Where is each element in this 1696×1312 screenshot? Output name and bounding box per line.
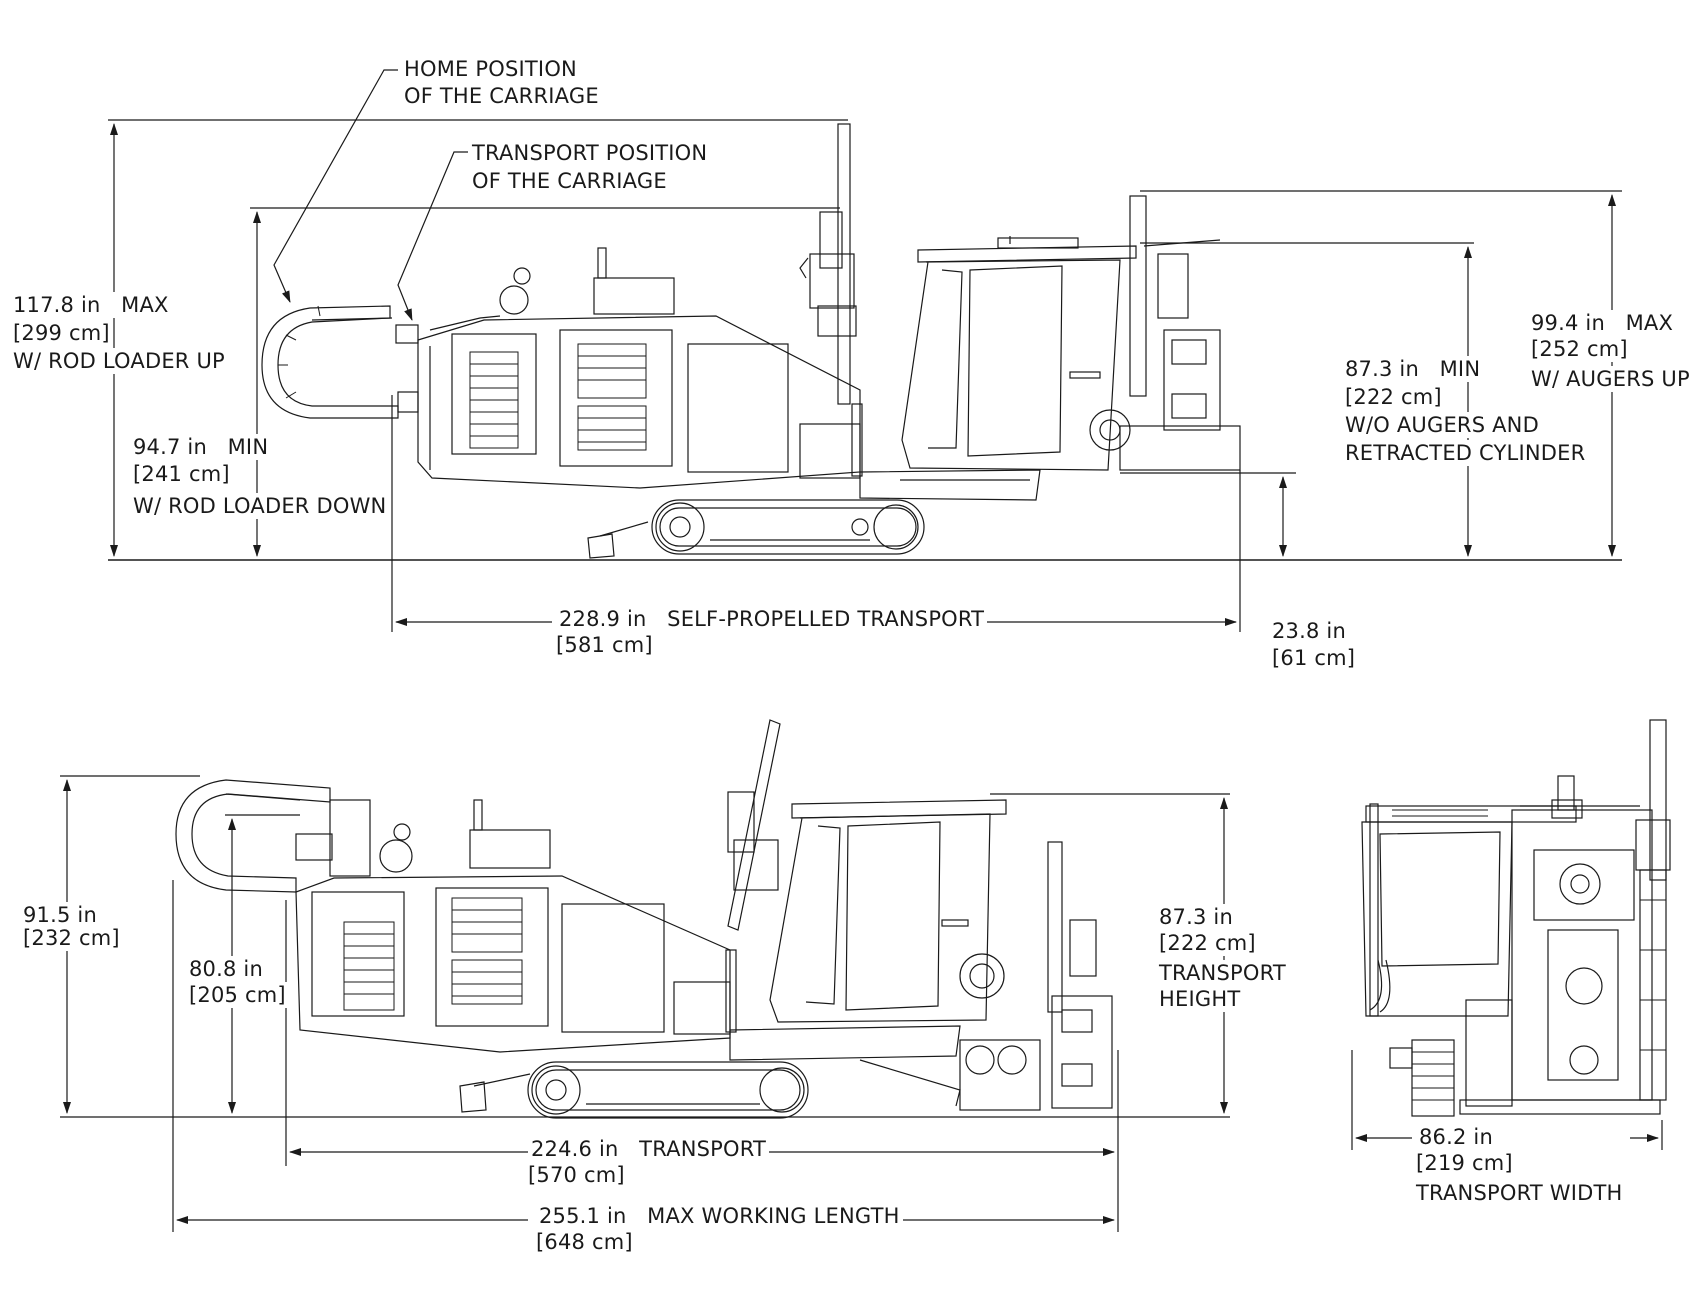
label-transport-height-text-1: TRANSPORT [1156,960,1289,986]
label-self-propelled-length-in: 228.9 in SELF-PROPELLED TRANSPORT [556,606,988,632]
label-clearance-cm: [61 cm] [1272,646,1356,670]
label-working-length-in: 255.1 in MAX WORKING LENGTH [536,1203,903,1229]
label-transport-width-cm: [219 cm] [1416,1151,1513,1175]
label-transport-height-in: 87.3 in [1156,904,1236,930]
label-max-augers-in: 99.4 in MAX [1528,310,1677,336]
label-transport-length-cm: [570 cm] [528,1163,625,1187]
side-view-top [108,69,1622,632]
label-transport-height-cm: [222 cm] [1156,930,1259,956]
label-self-propelled-length-cm: [581 cm] [556,633,653,657]
label-clearance-in: 23.8 in [1272,619,1346,643]
label-transport-position-line1: TRANSPORT POSITION [472,141,708,165]
label-min-augers-note-2: RETRACTED CYLINDER [1342,440,1589,466]
label-inner-height-in: 80.8 in [186,956,266,982]
label-home-position-line2: OF THE CARRIAGE [404,84,599,108]
label-overall-height-cm: [232 cm] [20,925,123,951]
label-max-augers-cm: [252 cm] [1528,336,1631,362]
label-transport-width-text: TRANSPORT WIDTH [1416,1181,1623,1205]
label-min-augers-in: 87.3 in MIN [1342,356,1484,382]
label-home-position-line1: HOME POSITION [404,57,577,81]
label-transport-width-in: 86.2 in [1416,1124,1496,1150]
front-view [1351,719,1671,1150]
label-overall-height-in: 91.5 in [20,902,100,928]
label-inner-height-cm: [205 cm] [186,982,289,1008]
label-working-length-cm: [648 cm] [536,1230,633,1254]
label-min-augers-note-1: W/O AUGERS AND [1342,412,1542,438]
label-transport-position-line2: OF THE CARRIAGE [472,169,667,193]
label-transport-length-in: 224.6 in TRANSPORT [528,1136,770,1162]
label-max-augers-note: W/ AUGERS UP [1528,366,1693,392]
side-view-bottom [60,719,1230,1232]
label-max-height-cm: [299 cm] [10,320,113,346]
label-min-height-note: W/ ROD LOADER DOWN [130,493,390,519]
label-max-height-in: 117.8 in MAX [10,292,172,318]
label-max-height-note: W/ ROD LOADER UP [10,348,228,374]
label-min-height-cm: [241 cm] [130,461,233,487]
label-transport-height-text-2: HEIGHT [1156,986,1244,1012]
label-min-augers-cm: [222 cm] [1342,384,1445,410]
label-min-height-in: 94.7 in MIN [130,434,272,460]
